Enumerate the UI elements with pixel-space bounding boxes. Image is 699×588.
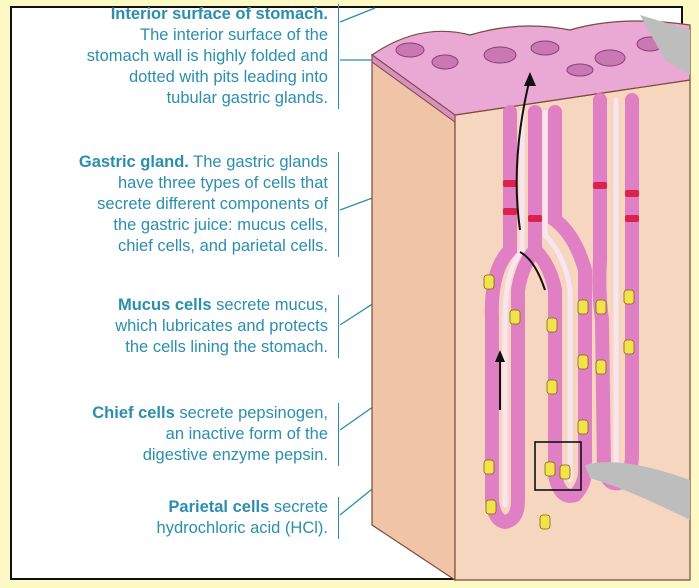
label-chief-title: Chief cells [92,404,175,422]
label-mucus-line: which lubricates and protects [115,317,328,335]
chief-cells [483,274,635,530]
label-gland-title: Gastric gland. [78,153,189,171]
label-gland-title-tail: The gastric glands [188,153,328,171]
gray-pointer-arrows [585,15,690,520]
parietal-cells [503,180,639,222]
label-mucus-title: Mucus cells [117,296,212,314]
surface-edge [371,54,456,123]
label-chief-cells: Chief cells secrete pepsinogen, an inact… [92,403,339,466]
label-chief-line: an inactive form of the [165,425,328,443]
label-gland-line: the gastric juice: mucus cells, [113,216,328,234]
label-gland-line: secrete different components of [97,195,328,213]
magnify-box [534,441,582,491]
tissue-block-side [371,53,456,582]
label-mucus-title-tail: secrete mucus, [211,296,328,314]
flow-arrowheads [495,72,536,362]
flow-arrows [499,77,546,410]
label-interior-surface: Interior surface of stomach. The interio… [87,4,339,109]
gastric-pits [395,36,664,77]
label-interior-line: The interior surface of the [139,26,328,44]
label-mucus-line: the cells lining the stomach. [125,338,328,356]
label-parietal-cells: Parietal cells secrete hydrochloric acid… [157,497,339,539]
label-interior-line: stomach wall is highly folded and [86,47,328,65]
label-chief-title-tail: secrete pepsinogen, [174,404,328,422]
label-mucus-cells: Mucus cells secrete mucus, which lubrica… [115,295,339,358]
label-interior-line: tubular gastric glands. [166,89,328,107]
label-parietal-line: hydrochloric acid (HCl). [156,519,328,537]
label-interior-title: Interior surface of stomach. [110,5,328,23]
label-gland-line: chief cells, and parietal cells. [117,237,328,255]
label-gland-line: have three types of cells that [117,174,328,192]
label-parietal-title-tail: secrete [269,498,328,516]
label-parietal-title: Parietal cells [168,498,270,516]
label-chief-line: digestive enzyme pepsin. [142,446,328,464]
label-gastric-gland: Gastric gland. The gastric glands have t… [79,152,339,257]
label-interior-line: dotted with pits leading into [128,68,328,86]
